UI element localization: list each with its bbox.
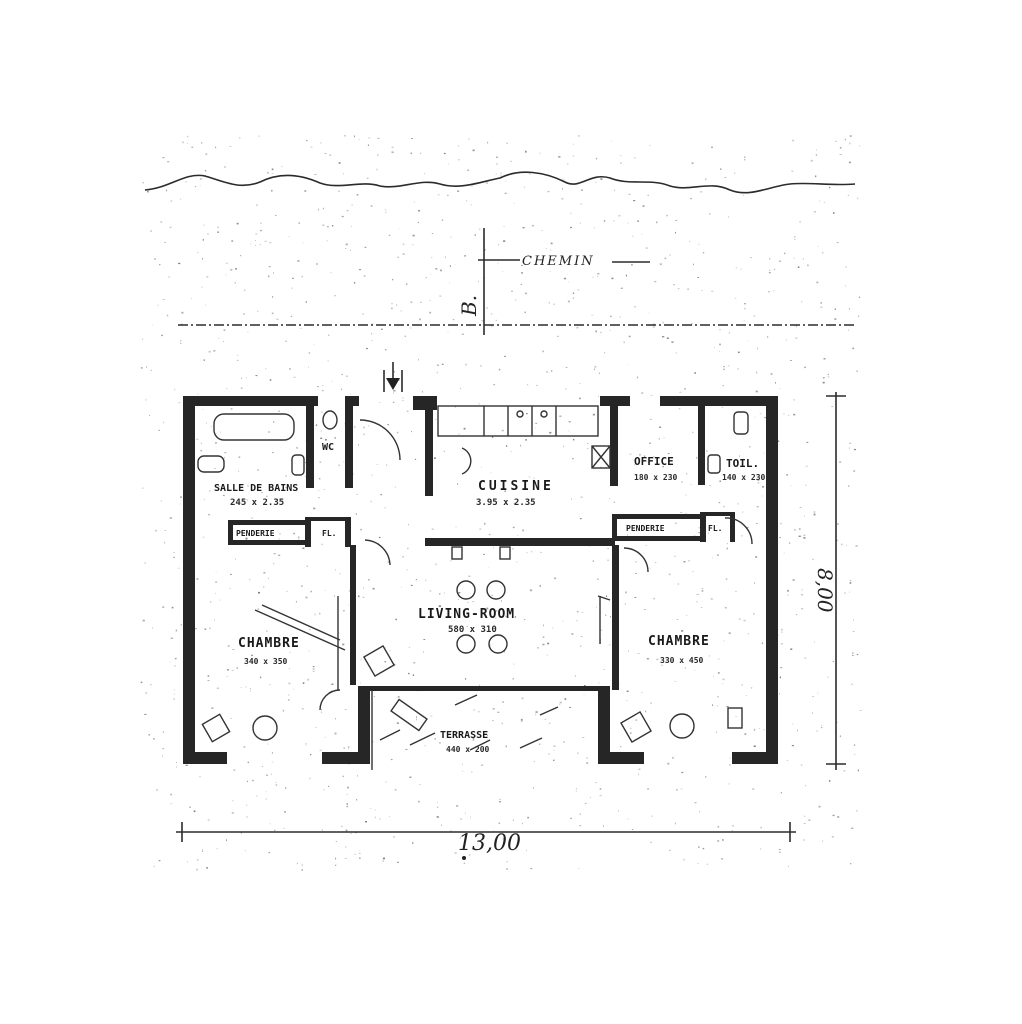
entry-arrow-head [386, 378, 400, 390]
wc-label: WC [322, 442, 334, 453]
room-labels: SALLE DE BAINS 245 x 2.35 WC CUISINE 3.9… [214, 442, 766, 754]
office-dims: 180 x 230 [634, 473, 678, 482]
lounger-icon [390, 698, 428, 732]
penderie-left-label: PENDERIE [236, 529, 275, 538]
stove-burner-icon [516, 410, 524, 418]
sink-icon [197, 455, 225, 473]
wardrobe-icon [727, 707, 743, 729]
cuisine-label: CUISINE [478, 479, 554, 494]
fl-right-label: FL. [708, 524, 722, 533]
chambre-right-dims: 330 x 450 [660, 656, 704, 665]
office-cabinet-icon [591, 445, 611, 469]
bedroom-chair-icon [201, 713, 231, 743]
cuisine-dims: 3.95 x 2.35 [476, 498, 536, 508]
terrasse-label: TERRASSE [440, 730, 488, 741]
section-marker: B. [457, 295, 481, 317]
living-room-label: LIVING-ROOM [418, 607, 515, 622]
fixtures [197, 405, 753, 770]
bidet-icon [291, 454, 305, 476]
chambre-left-label: CHAMBRE [238, 636, 300, 651]
width-dimension: 13,00 [458, 831, 521, 856]
kitchen-counter [437, 405, 599, 437]
living-room-dims: 580 x 310 [448, 625, 497, 635]
penderie-right-label: PENDERIE [626, 524, 665, 533]
bedroom-table-icon [252, 715, 278, 741]
fl-left-label: FL. [322, 529, 336, 538]
shower-icon [733, 411, 749, 435]
washbasin-icon [707, 454, 721, 474]
salle-de-bains-dims: 245 x 2.35 [230, 498, 284, 508]
bathtub-icon [213, 413, 295, 441]
salle-de-bains-label: SALLE DE BAINS [214, 483, 298, 494]
chemin-label: CHEMIN [522, 254, 595, 269]
terrasse-dims: 440 x 200 [446, 745, 490, 754]
chambre-right-label: CHAMBRE [648, 634, 710, 649]
paper-texture [140, 135, 862, 871]
hedge-line [144, 171, 856, 194]
chambre-left-dims: 340 x 350 [244, 657, 288, 666]
toilet-icon [322, 410, 338, 430]
table-icon [456, 580, 476, 600]
toilette-dims: 140 x 230 [722, 473, 766, 482]
office-label: OFFICE [634, 455, 674, 468]
dimension-lines: 13,00 8,00 [176, 392, 846, 860]
depth-dimension: 8,00 [813, 568, 837, 613]
armchair-icon [363, 645, 395, 677]
walls [183, 396, 778, 764]
toilette-label: TOIL. [726, 457, 759, 470]
chair-icon [451, 546, 463, 560]
